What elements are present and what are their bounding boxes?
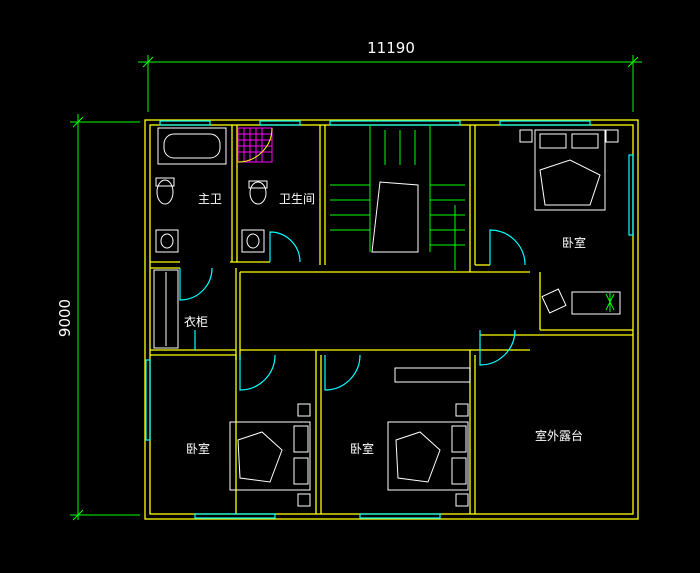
room-label-wardrobe: 衣柜 xyxy=(184,314,208,329)
room-label-outdoor-terrace: 室外露台 xyxy=(535,428,583,443)
door-terrace xyxy=(479,329,516,366)
room-label-bedroom-bottom-mid: 卧室 xyxy=(350,441,374,456)
plant-icon xyxy=(605,292,615,312)
toilet-master xyxy=(156,179,174,205)
dimension-lines xyxy=(70,55,642,521)
bathtub xyxy=(157,127,227,165)
doors xyxy=(179,229,526,391)
staircase xyxy=(330,125,465,270)
shower-tiles xyxy=(237,127,273,163)
door-toilet xyxy=(269,231,301,263)
room-label-master-bath: 主卫 xyxy=(198,192,222,206)
room-label-bedroom-top-right: 卧室 xyxy=(562,235,586,250)
room-label-toilet: 卫生间 xyxy=(279,192,315,206)
toilet-guest xyxy=(249,181,267,205)
wardrobe-cabinet xyxy=(153,269,179,349)
window-right xyxy=(628,154,634,236)
outer-wall xyxy=(144,119,639,520)
fixtures xyxy=(153,127,621,507)
walls xyxy=(144,119,639,520)
bed-bottom-mid xyxy=(387,421,469,491)
width-dimension-label: 11190 xyxy=(367,39,415,57)
desk xyxy=(571,291,621,315)
window-stair xyxy=(329,120,461,126)
wardrobe-mid xyxy=(394,367,471,383)
door-bedroom-mid xyxy=(324,354,361,391)
door-master-bath xyxy=(179,267,213,301)
sink-guest xyxy=(241,229,265,253)
window-top-left xyxy=(159,120,211,126)
bed-bottom-left xyxy=(229,421,311,491)
bed-top-right xyxy=(534,129,606,211)
room-label-bedroom-bottom-left: 卧室 xyxy=(186,441,210,456)
stair-landing xyxy=(371,181,419,253)
door-bedroom-left xyxy=(239,354,276,391)
door-bedroom-right xyxy=(489,229,526,266)
height-dimension-label: 9000 xyxy=(56,299,74,337)
sink-master xyxy=(155,229,179,253)
windows xyxy=(145,120,634,519)
